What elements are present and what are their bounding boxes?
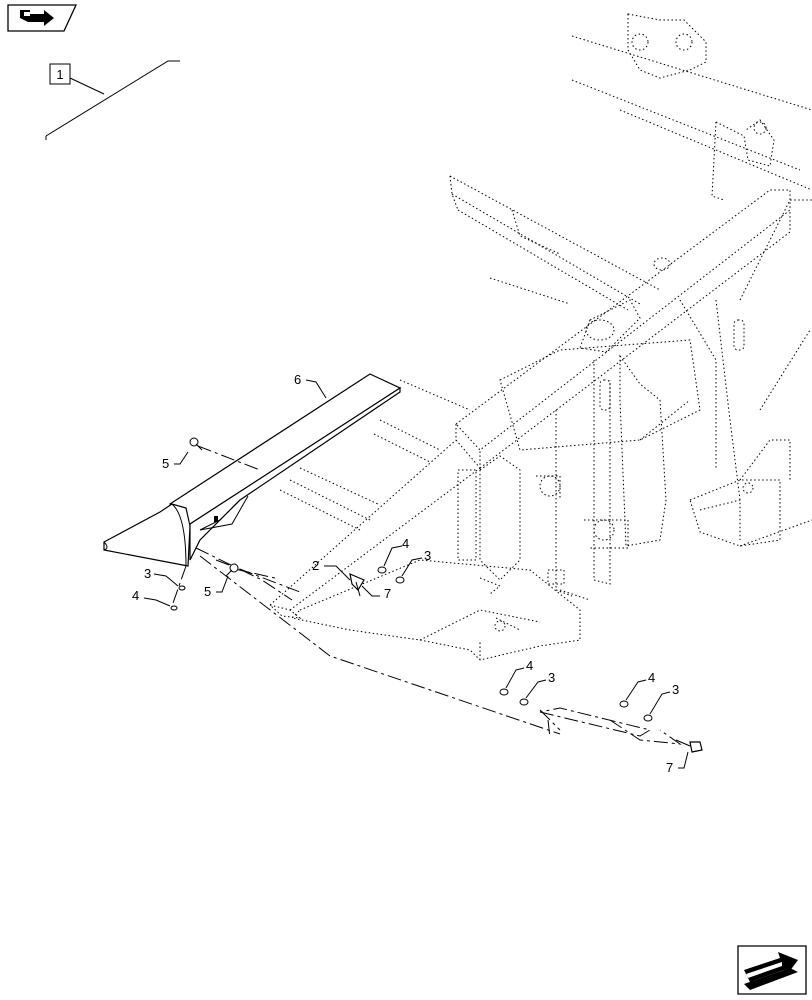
washer-3-lower[interactable] [519, 698, 529, 706]
reference-leader [45, 60, 180, 140]
washer-4-mid[interactable] [377, 566, 387, 574]
nut-4-left[interactable] [170, 605, 178, 611]
reference-box-label: 1 [56, 67, 63, 82]
bolt-5-top[interactable] [189, 437, 203, 451]
washer-3-left[interactable] [178, 585, 186, 591]
callouts: 6 5 5 3 4 2 7 4 3 4 3 4 3 7 [132, 372, 689, 775]
callout-label-4-lower: 4 [526, 658, 533, 673]
washer-3-mid[interactable] [395, 576, 405, 584]
callout-label-3-lower: 3 [548, 670, 555, 685]
bolt-5-bottom[interactable] [225, 563, 239, 577]
callout-label-7-bottom: 7 [666, 760, 673, 775]
callout-label-3-left: 3 [144, 566, 151, 581]
support-strip[interactable] [539, 707, 682, 745]
next-page-arrow-icon[interactable] [737, 945, 807, 995]
callout-label-5-top: 5 [162, 456, 169, 471]
callout-label-3-right: 3 [672, 682, 679, 697]
washer-4-right[interactable] [619, 700, 629, 708]
callout-label-5-bottom: 5 [204, 584, 211, 599]
callout-label-6: 6 [294, 372, 301, 387]
callout-label-4-right: 4 [648, 670, 655, 685]
reference-box-1[interactable]: 1 [49, 63, 71, 85]
bolt-7-bottom[interactable] [675, 739, 703, 753]
clip-2[interactable] [349, 572, 365, 597]
callout-label-2: 2 [312, 558, 319, 573]
callout-label-7-mid: 7 [384, 586, 391, 601]
washer-3-right[interactable] [643, 714, 653, 722]
previous-page-arrow-icon[interactable] [7, 4, 78, 32]
shield-part-6[interactable] [103, 373, 402, 567]
callout-label-4-mid: 4 [402, 536, 409, 551]
callout-label-3-mid: 3 [424, 548, 431, 563]
washer-4-lower[interactable] [499, 688, 509, 696]
frame-structure [269, 13, 812, 661]
callout-label-4-left: 4 [132, 588, 139, 603]
